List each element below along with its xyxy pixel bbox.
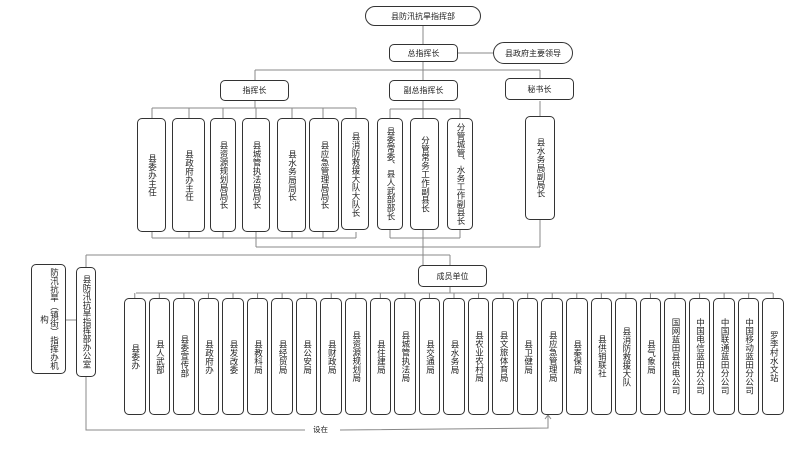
secretary-label: 秘书长 xyxy=(527,84,552,94)
member-unit: 县发改委 xyxy=(222,298,244,415)
member-unit: 中国联通蓝田分公司 xyxy=(713,298,735,415)
member-unit: 县消防救援大队 xyxy=(615,298,637,415)
member-unit: 县住建局 xyxy=(369,298,392,415)
member-unit: 县财政局 xyxy=(320,298,342,415)
member-unit: 县人武部 xyxy=(148,298,171,415)
commander-in-chief-note-label: 县政府主要领导 xyxy=(505,48,561,58)
member-units-node: 成员单位 xyxy=(418,265,487,287)
commander-in-chief-label: 总指挥长 xyxy=(407,48,440,58)
office-node: 县防汛抗旱指挥部办公室 xyxy=(76,267,96,377)
commander-member: 县委办主任 xyxy=(137,118,166,232)
connector xyxy=(339,415,549,431)
deputy-member: 分管常务工作副县长 xyxy=(410,118,439,230)
town-office-node: 防汛抗旱（镇街）指挥办机构 xyxy=(31,264,66,374)
deputy-member: 县委常委、县人武部部长 xyxy=(377,118,403,230)
member-unit: 中国电信蓝田分公司 xyxy=(688,298,711,415)
member-unit: 县供销联社 xyxy=(590,298,613,415)
commander-member: 县城管执法局局长 xyxy=(242,118,270,232)
member-unit: 县委办 xyxy=(124,298,146,415)
title-node: 县防汛抗旱指挥部 xyxy=(365,6,481,26)
member-unit: 县农业农村局 xyxy=(467,298,490,415)
commander-member: 县应急管理局局长 xyxy=(309,118,339,232)
deputy-label: 副总指挥长 xyxy=(403,86,444,95)
title-label: 县防汛抗旱指挥部 xyxy=(391,11,455,21)
member-unit: 县公安局 xyxy=(295,298,318,415)
commander-label: 指挥长 xyxy=(242,86,267,95)
member-unit: 县卫健局 xyxy=(516,298,539,415)
member-units-label: 成员单位 xyxy=(436,271,469,281)
member-unit: 中国移动蓝田分公司 xyxy=(737,298,760,415)
deputy-node: 副总指挥长 xyxy=(389,80,458,101)
member-unit: 县经贸局 xyxy=(271,298,293,415)
member-unit: 县应急管理局 xyxy=(541,298,563,415)
member-unit: 县城管执法局 xyxy=(394,298,416,415)
member-unit: 县政府办 xyxy=(197,298,220,415)
located-at-label: 设在 xyxy=(310,424,331,435)
arrowhead-icon xyxy=(544,414,552,420)
secretary-node: 秘书长 xyxy=(505,78,574,100)
member-unit: 县水务局 xyxy=(443,298,465,415)
member-unit: 县气象局 xyxy=(639,298,662,415)
commander-in-chief-note: 县政府主要领导 xyxy=(493,42,573,64)
deputy-member: 分管城管、水务工作副县长 xyxy=(447,118,473,230)
member-unit: 县秦保局 xyxy=(566,298,588,415)
commander-member: 县政府办主任 xyxy=(172,118,205,232)
commander-member: 县资源规划局局长 xyxy=(210,118,236,232)
commander-node: 指挥长 xyxy=(220,80,289,101)
member-unit: 县委宣传部 xyxy=(173,298,195,415)
commander-in-chief-node: 总指挥长 xyxy=(389,44,458,62)
member-unit: 国网蓝田县供电公司 xyxy=(664,298,686,415)
member-unit: 县文旅体育局 xyxy=(492,298,514,415)
commander-member: 县消防救援大队大队长 xyxy=(341,118,369,230)
member-unit: 罗李村水文站 xyxy=(762,298,784,415)
member-unit: 县教科局 xyxy=(246,298,269,415)
secretary-member: 县水务局副局长 xyxy=(525,116,555,220)
connector xyxy=(85,377,305,431)
member-unit: 县交通局 xyxy=(418,298,441,415)
member-unit: 县资源规划局 xyxy=(345,298,367,415)
commander-member: 县水务局局长 xyxy=(277,118,306,232)
